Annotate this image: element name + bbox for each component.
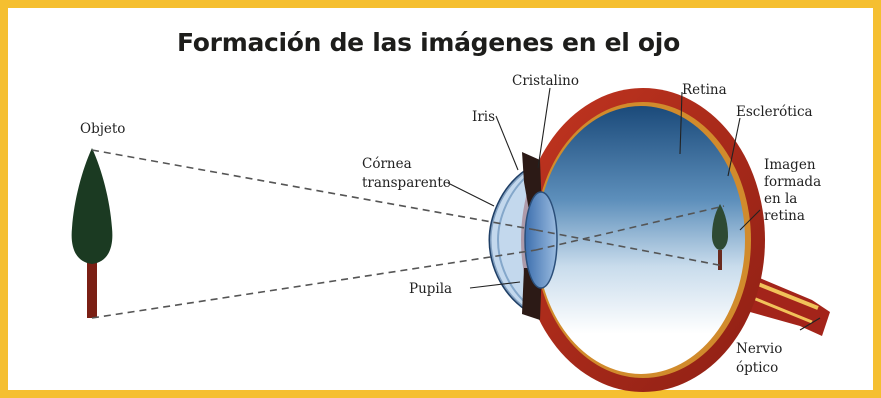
- eye-interior: [537, 106, 745, 374]
- label-leaders: [447, 87, 821, 331]
- label-esclerotica: Esclerótica: [736, 104, 813, 120]
- label-imagen-line3: en la: [764, 191, 798, 207]
- retina-image: [712, 204, 728, 250]
- label-cornea-line1: Córnea: [362, 156, 412, 172]
- label-nervio-line2: óptico: [736, 360, 779, 376]
- label-imagen-line2: formada: [764, 174, 822, 190]
- lens: [524, 191, 558, 289]
- label-imagen-line1: Imagen: [764, 157, 816, 173]
- label-iris: Iris: [472, 109, 496, 125]
- diagram-title: Formación de las imágenes en el ojo: [177, 28, 680, 57]
- label-nervio-line1: Nervio: [736, 341, 783, 357]
- tree-trunk: [87, 250, 97, 318]
- label-cornea-line2: transparente: [362, 175, 451, 191]
- label-cristalino: Cristalino: [512, 73, 579, 89]
- label-objeto: Objeto: [80, 121, 126, 137]
- label-imagen-line4: retina: [764, 208, 805, 224]
- tree-foliage: [71, 148, 113, 264]
- label-retina: Retina: [682, 82, 727, 98]
- light-rays: [91, 149, 725, 319]
- label-pupila: Pupila: [409, 281, 453, 297]
- retina-image-trunk: [718, 250, 722, 270]
- tree-object: [71, 148, 113, 318]
